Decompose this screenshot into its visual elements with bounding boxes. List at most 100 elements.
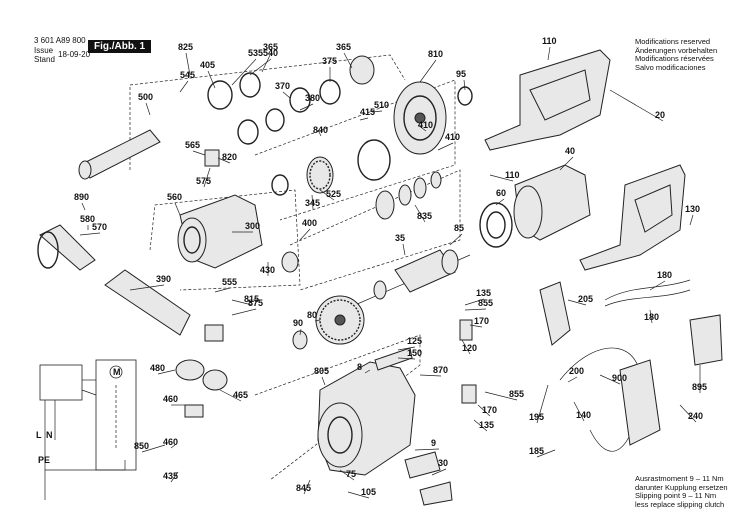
part-number-label: 75 [346, 469, 356, 479]
callout-leader [170, 444, 176, 449]
issue-label: Issue [34, 46, 54, 55]
part-number-label: 805 [314, 366, 329, 376]
part-number-label: 410 [445, 132, 460, 142]
schematic-label-n: N [46, 430, 53, 440]
callout-leader [559, 156, 574, 171]
spindle-rings [207, 55, 473, 196]
part-number-label: 545 [180, 70, 195, 80]
callout-leader [417, 124, 427, 132]
callout-leader [185, 52, 191, 76]
part-number-label: 200 [569, 366, 584, 376]
part-number-label: 430 [260, 265, 275, 275]
callout-leader [567, 299, 587, 306]
schematic-label-pe: PE [38, 455, 50, 465]
handle-housing-half [579, 164, 686, 271]
callout-leader [343, 52, 353, 69]
part-number-label: 460 [163, 437, 178, 447]
suppression-leads [604, 279, 691, 307]
part-number-label: 875 [248, 298, 263, 308]
stand-label: Stand [34, 55, 55, 64]
callout-leader [431, 468, 447, 476]
callout-leader [129, 284, 165, 291]
part-number-label: 30 [438, 458, 448, 468]
callout-leader [319, 189, 335, 201]
part-number-label: 410 [418, 120, 433, 130]
auxiliary-handle [37, 224, 191, 336]
part-number-label: 90 [293, 318, 303, 328]
part-number-label: 80 [307, 310, 317, 320]
part-number-label: 575 [196, 176, 211, 186]
callout-leader [81, 202, 86, 211]
callout-leader [437, 142, 454, 151]
callout-leader [214, 287, 231, 293]
note-line: Slipping point 9 – 11 Nm [635, 491, 717, 500]
callout-leader [174, 202, 181, 216]
part-number-label: 365 [336, 42, 351, 52]
handle-housing-half [484, 49, 611, 151]
callout-leader [473, 419, 488, 432]
part-number-label: 8 [357, 362, 362, 372]
callout-leader [217, 157, 231, 164]
callout-leader [397, 357, 416, 360]
figure-label: Fig./Abb. 1 [88, 40, 152, 53]
brush-ring [479, 202, 513, 248]
callout-leader [477, 404, 491, 417]
callout-leader [536, 384, 549, 424]
callout-leader [170, 471, 179, 483]
part-number-label: 365 [263, 42, 278, 52]
callout-leader [649, 309, 653, 324]
callout-leader [461, 339, 471, 355]
clutch-housing [393, 81, 447, 155]
callout-leader [179, 80, 189, 93]
callout-leader [321, 376, 326, 386]
note-line: darunter Kupplung ersetzen [635, 482, 728, 492]
part-number-label: 240 [688, 411, 703, 421]
callout-leader [141, 444, 166, 453]
part-number-label: 185 [529, 446, 544, 456]
callout-leader [317, 129, 322, 137]
callout-leader [679, 404, 697, 423]
callout-leader [567, 376, 578, 383]
part-number-label: 835 [417, 211, 432, 221]
field-coil [513, 164, 591, 241]
callout-leader [282, 91, 291, 99]
part-number-label: 570 [92, 222, 107, 232]
callout-leader [299, 228, 311, 241]
part-number-label: 345 [305, 198, 320, 208]
part-number-label: 170 [482, 405, 497, 415]
callout-leader [347, 491, 370, 499]
part-number-label: 400 [302, 218, 317, 228]
callout-leader [495, 198, 505, 206]
part-number-label: 95 [456, 69, 466, 79]
callout-leader [489, 174, 514, 182]
callout-leader [359, 117, 369, 121]
callout-leader [231, 308, 257, 316]
part-number-label: 105 [361, 487, 376, 497]
part-number-label: 565 [185, 140, 200, 150]
part-number-label: 535 [248, 48, 263, 58]
part-number-label: 890 [74, 192, 89, 202]
part-number-label: 170 [474, 316, 489, 326]
part-number-label: 820 [222, 152, 237, 162]
part-number-label: 375 [322, 56, 337, 66]
callout-leader [599, 374, 621, 385]
callout-leader [414, 204, 426, 223]
callout-leader [689, 214, 694, 226]
part-number-label: 465 [233, 390, 248, 400]
callout-leader [339, 469, 355, 481]
part-number-label: 840 [313, 125, 328, 135]
callout-leader [145, 102, 151, 116]
callout-leader [649, 280, 666, 291]
callout-leader [203, 167, 211, 188]
part-number-label: 560 [167, 192, 182, 202]
doc-number: 3 601 A89 800 [34, 36, 86, 45]
part-number-label: 815 [244, 294, 259, 304]
part-number-label: 110 [505, 170, 520, 180]
note-line: Modifications réservées [635, 54, 714, 63]
part-number-label: 510 [374, 100, 389, 110]
callout-leader [419, 374, 442, 377]
callout-leader [464, 298, 485, 306]
part-number-label: 525 [326, 189, 341, 199]
switch [539, 281, 571, 346]
part-number-label: 35 [395, 233, 405, 243]
